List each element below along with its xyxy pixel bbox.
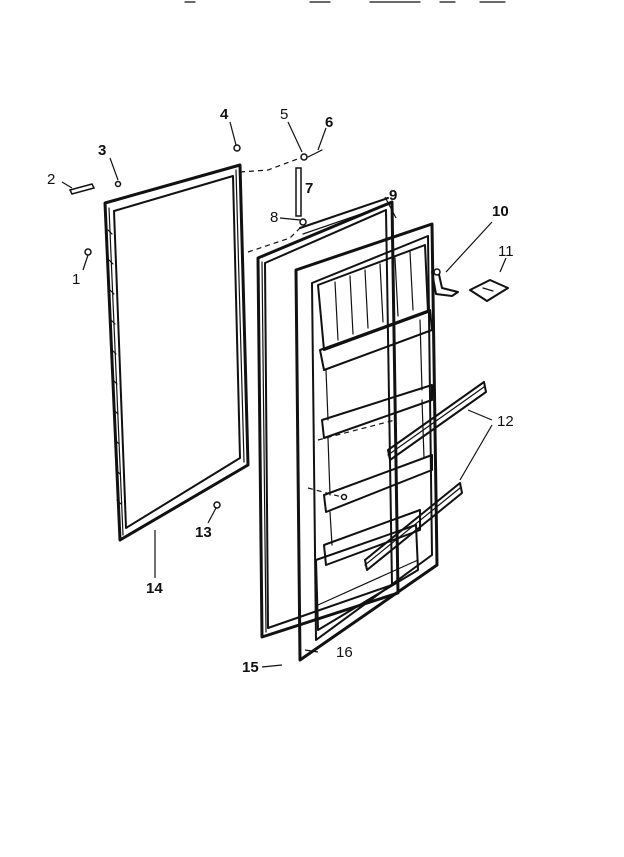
shelf-rail-lower — [364, 482, 463, 571]
callout-5: 5 — [280, 106, 288, 123]
callout-1: 1 — [72, 271, 80, 288]
callout-13: 13 — [195, 524, 212, 541]
callout-leaders — [61, 121, 507, 668]
callout-6: 6 — [325, 114, 333, 131]
top-hinge-part — [233, 144, 241, 152]
top-seal-strip — [299, 197, 391, 235]
door-rod-bracket — [431, 268, 459, 297]
callout-10: 10 — [492, 203, 509, 220]
bottom-screw-part — [213, 501, 221, 509]
inner-door-liner — [294, 222, 439, 662]
small-plate-part — [469, 279, 509, 302]
top-compartment-ribs — [334, 251, 414, 341]
callout-7: 7 — [305, 180, 313, 197]
callout-8: 8 — [270, 209, 278, 226]
callout-16: 16 — [336, 644, 353, 661]
callout-9: 9 — [389, 187, 397, 204]
pin-part — [68, 183, 96, 195]
shelf-screw-part — [340, 493, 348, 501]
callout-14: 14 — [146, 580, 163, 597]
door-gasket-frame — [103, 163, 250, 542]
shelf-rail-upper — [387, 381, 487, 461]
callout-12: 12 — [497, 413, 514, 430]
callout-3: 3 — [98, 142, 106, 159]
callout-2: 2 — [47, 171, 55, 188]
callout-11: 11 — [498, 243, 514, 260]
callout-4: 4 — [220, 106, 229, 123]
alignment-dashes — [239, 157, 396, 498]
hinge-pin-assembly — [295, 149, 323, 226]
callout-labels: 1 2 3 4 5 6 7 8 9 10 11 12 13 14 15 16 — [47, 106, 514, 676]
callout-15: 15 — [242, 659, 259, 676]
screw-part — [84, 248, 92, 256]
plug-part — [114, 180, 122, 188]
